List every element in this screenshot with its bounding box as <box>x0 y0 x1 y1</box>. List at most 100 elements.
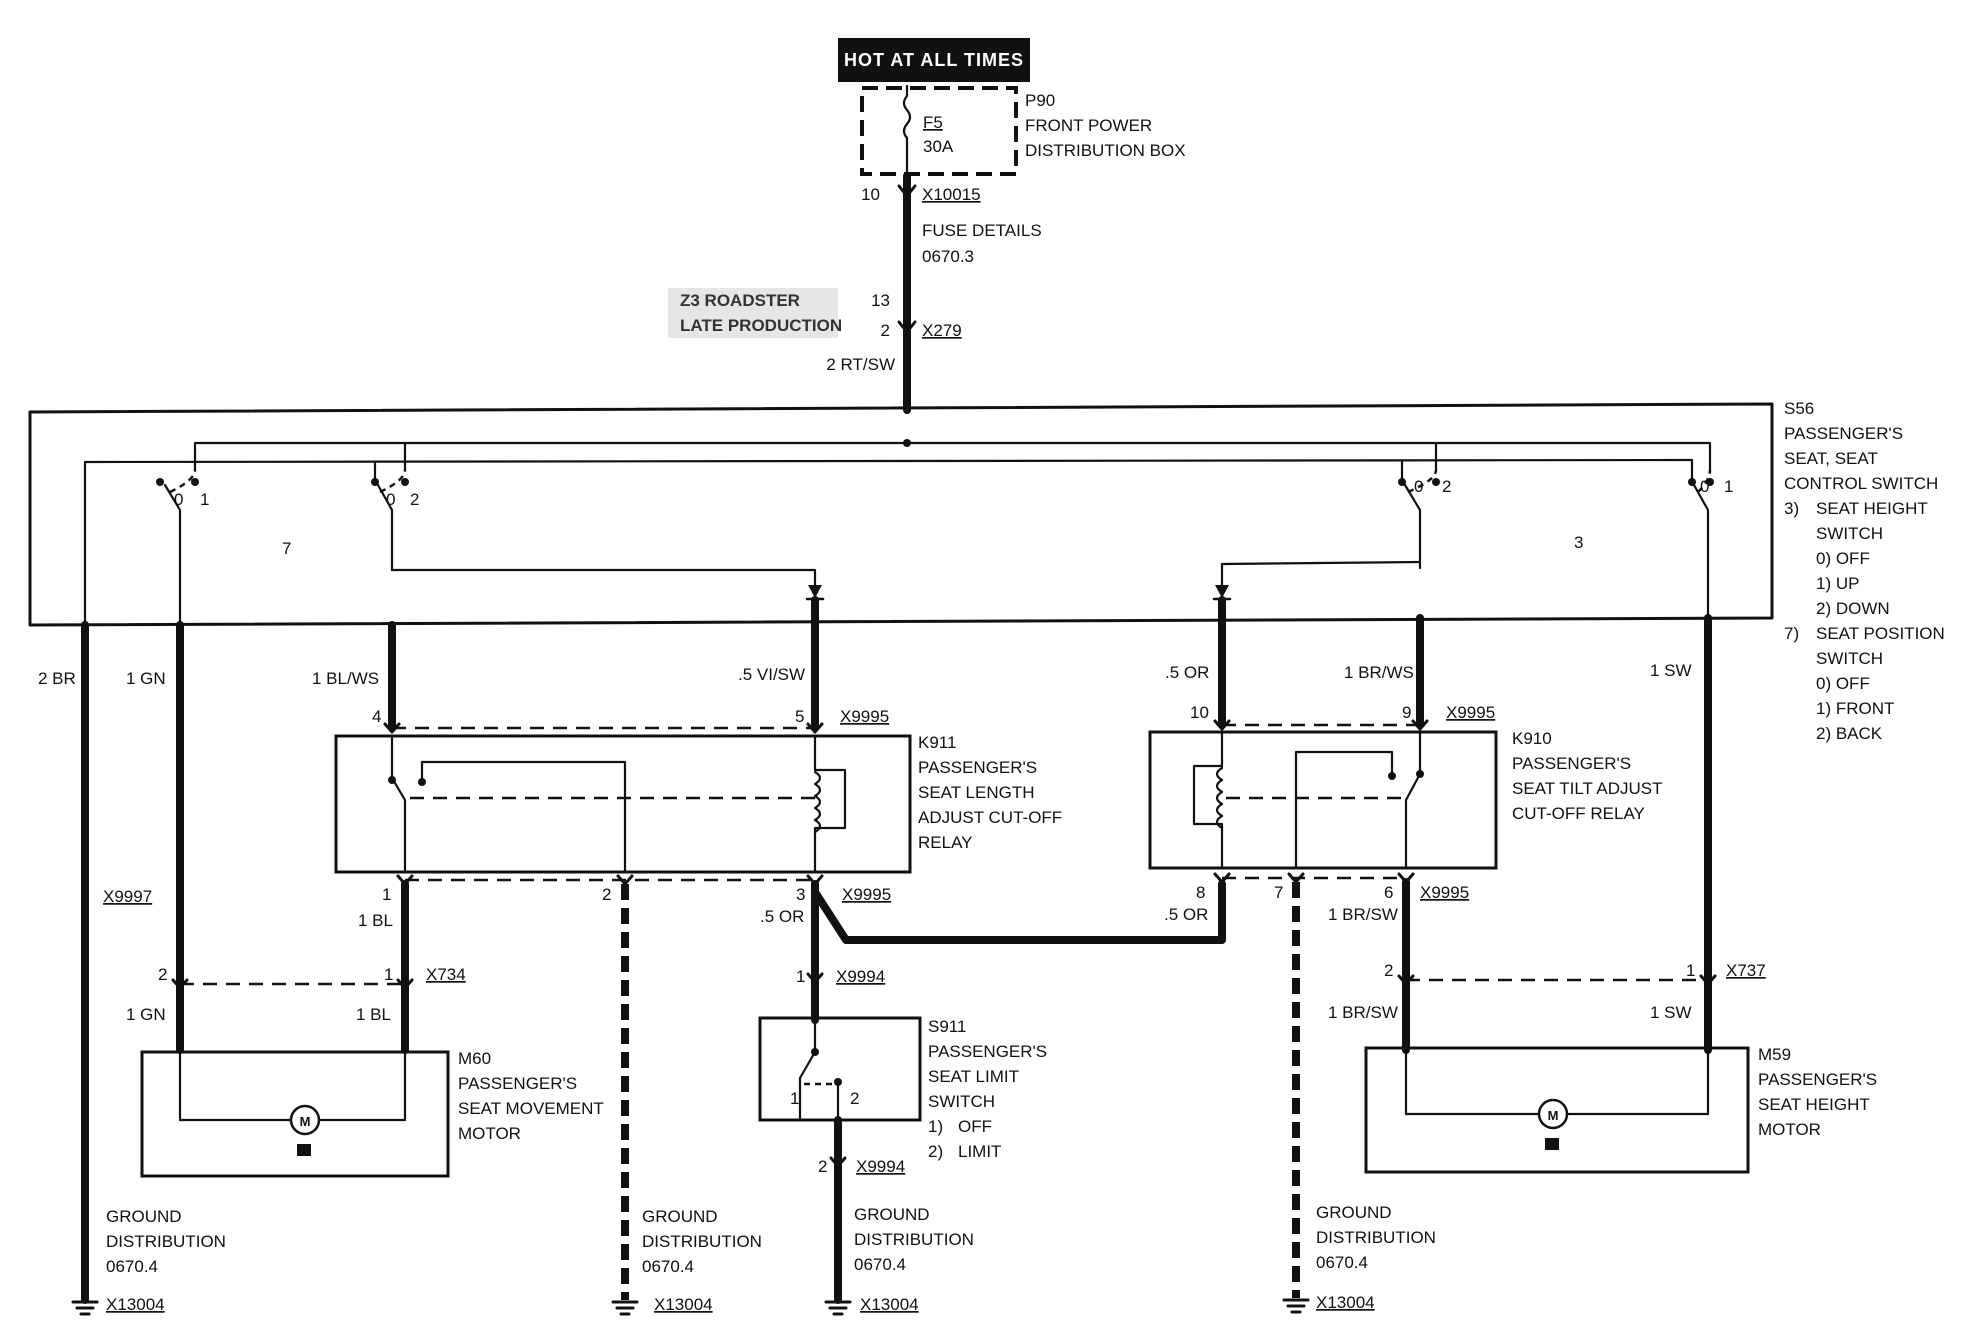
k911-line2: SEAT LENGTH <box>918 783 1035 802</box>
s56-switch-b: 0 2 <box>371 469 419 572</box>
label-1gn: 1 GN <box>126 669 166 688</box>
s56-switch-a: 0 1 <box>156 469 209 627</box>
k911-relay-box <box>334 734 912 874</box>
legend-switch-2: SWITCH <box>1816 649 1883 668</box>
x9994-bottom-mark <box>829 1156 847 1168</box>
sw-c-pos0: 0 <box>1414 477 1423 496</box>
s911-pin1: 1 <box>790 1089 799 1108</box>
x737-label: X737 <box>1726 961 1766 980</box>
ground-4-connector: X13004 <box>1316 1293 1375 1312</box>
label-5visw: .5 VI/SW <box>738 665 805 684</box>
ground-1-line1: GROUND <box>106 1207 182 1226</box>
ground-2-connector: X13004 <box>654 1295 713 1314</box>
z3-roadster-note: Z3 ROADSTER LATE PRODUCTION <box>668 288 842 338</box>
sw-b-pos1: 2 <box>410 490 419 509</box>
legend-num-3: 3) <box>1784 499 1799 518</box>
label-2br: 2 BR <box>38 669 76 688</box>
label-5or-top: .5 OR <box>1165 663 1209 682</box>
k910-bottom-connector: X9995 <box>1420 883 1469 902</box>
label-1bl: 1 BL <box>358 911 393 930</box>
k911-coil-icon <box>813 770 822 834</box>
ground-4-line2: DISTRIBUTION <box>1316 1228 1436 1247</box>
p90-line2: DISTRIBUTION BOX <box>1025 141 1186 160</box>
k911-bottom-connector: X9995 <box>842 885 891 904</box>
svg-text:M: M <box>1548 1108 1559 1123</box>
m59-line3: MOTOR <box>1758 1120 1821 1139</box>
hot-at-all-times-banner: HOT AT ALL TIMES <box>838 38 1030 82</box>
label-5or-k910: .5 OR <box>1164 905 1208 924</box>
label-1brws: 1 BR/WS <box>1344 663 1414 682</box>
k910-internals <box>1192 730 1424 870</box>
p90-power-distribution-box: F5 30A P90 FRONT POWER DISTRIBUTION BOX <box>860 84 1186 178</box>
ground-2-line1: GROUND <box>642 1207 718 1226</box>
s911-pin2: 2 <box>850 1089 859 1108</box>
ground-4: GROUND DISTRIBUTION 0670.4 X13004 <box>1282 1203 1436 1314</box>
s56-line1: PASSENGER'S <box>1784 424 1903 443</box>
legend-off: 0) OFF <box>1816 549 1870 568</box>
k910-top-connector: X9995 <box>1446 703 1495 722</box>
sw-c-pos1: 2 <box>1442 477 1451 496</box>
fuse-rating: 30A <box>923 137 954 156</box>
k910-line3: CUT-OFF RELAY <box>1512 804 1645 823</box>
s56-line2: SEAT, SEAT <box>1784 449 1878 468</box>
fuse-details-line2: 0670.3 <box>922 247 974 266</box>
ground-1: GROUND DISTRIBUTION 0670.4 X13004 <box>71 1207 226 1316</box>
legend-back: 2) BACK <box>1816 724 1883 743</box>
s911-limit-switch-box <box>758 1016 922 1122</box>
k910-coil-icon <box>1215 766 1224 830</box>
k911-pin5: 5 <box>795 707 804 726</box>
x279-label: X279 <box>922 321 962 340</box>
k910-pin9: 9 <box>1402 703 1411 722</box>
m60-line2: SEAT MOVEMENT <box>458 1099 604 1118</box>
label-5or-k911: .5 OR <box>760 907 804 926</box>
x9994-bottom-pin: 2 <box>818 1157 827 1176</box>
fuse-details-line1: FUSE DETAILS <box>922 221 1042 240</box>
ground-3-icon <box>824 1300 852 1316</box>
s56-common-bus-taps <box>403 441 1438 472</box>
diode-left-icon <box>808 585 822 598</box>
x10015-connector-mark <box>897 184 917 198</box>
z3-line1: Z3 ROADSTER <box>680 291 800 310</box>
legend-down: 2) DOWN <box>1816 599 1890 618</box>
s911-id: S911 <box>928 1017 966 1036</box>
label-1sw: 1 SW <box>1650 661 1692 680</box>
ground-2-line2: DISTRIBUTION <box>642 1232 762 1251</box>
label-1bl-m60: 1 BL <box>356 1005 391 1024</box>
s56-switch-c: 0 2 <box>1398 469 1451 570</box>
svg-text:M: M <box>300 1114 311 1129</box>
p90-line1: FRONT POWER <box>1025 116 1152 135</box>
ground-1-line2: DISTRIBUTION <box>106 1232 226 1251</box>
legend-num-7: 7) <box>1784 624 1799 643</box>
s56-common-bus <box>193 441 1712 472</box>
ground-1-icon <box>71 1300 99 1316</box>
diode-right-icon <box>1215 585 1229 598</box>
sw-b-pos0: 0 <box>386 490 395 509</box>
legend-seat-height: SEAT HEIGHT <box>1816 499 1928 518</box>
s56-switch-d: 0 1 <box>1688 469 1733 620</box>
k911-line3: ADJUST CUT-OFF <box>918 808 1062 827</box>
s56-diode-path-right <box>1220 560 1422 602</box>
s911-internals <box>798 1016 842 1122</box>
s56-diode-path-left <box>390 568 817 602</box>
label-1blws: 1 BL/WS <box>312 669 379 688</box>
m60-motor-icon: M <box>178 1050 407 1156</box>
x279-connector-mark <box>897 320 917 334</box>
label-1brsw-k910: 1 BR/SW <box>1328 905 1398 924</box>
ground-3-line2: DISTRIBUTION <box>854 1230 974 1249</box>
legend-switch: SWITCH <box>1816 524 1883 543</box>
m59-id: M59 <box>1758 1045 1791 1064</box>
s56-inner-bus <box>83 458 1694 627</box>
m60-motor-box <box>140 1050 450 1178</box>
s911-legend1-num: 1) <box>928 1117 943 1136</box>
ground-3-line3: 0670.4 <box>854 1255 906 1274</box>
sw-d-pos0: 0 <box>1700 477 1709 496</box>
s911-legend2-num: 2) <box>928 1142 943 1161</box>
s56-id: S56 <box>1784 399 1814 418</box>
k911-pin3: 3 <box>796 885 805 904</box>
k910-line1: PASSENGER'S <box>1512 754 1631 773</box>
ground-4-icon <box>1282 1298 1310 1314</box>
k910-pin10: 10 <box>1190 703 1209 722</box>
ground-3: GROUND DISTRIBUTION 0670.4 X13004 <box>824 1205 974 1316</box>
x10015-label: X10015 <box>922 185 981 204</box>
s56-control-switch-box <box>28 402 1774 627</box>
